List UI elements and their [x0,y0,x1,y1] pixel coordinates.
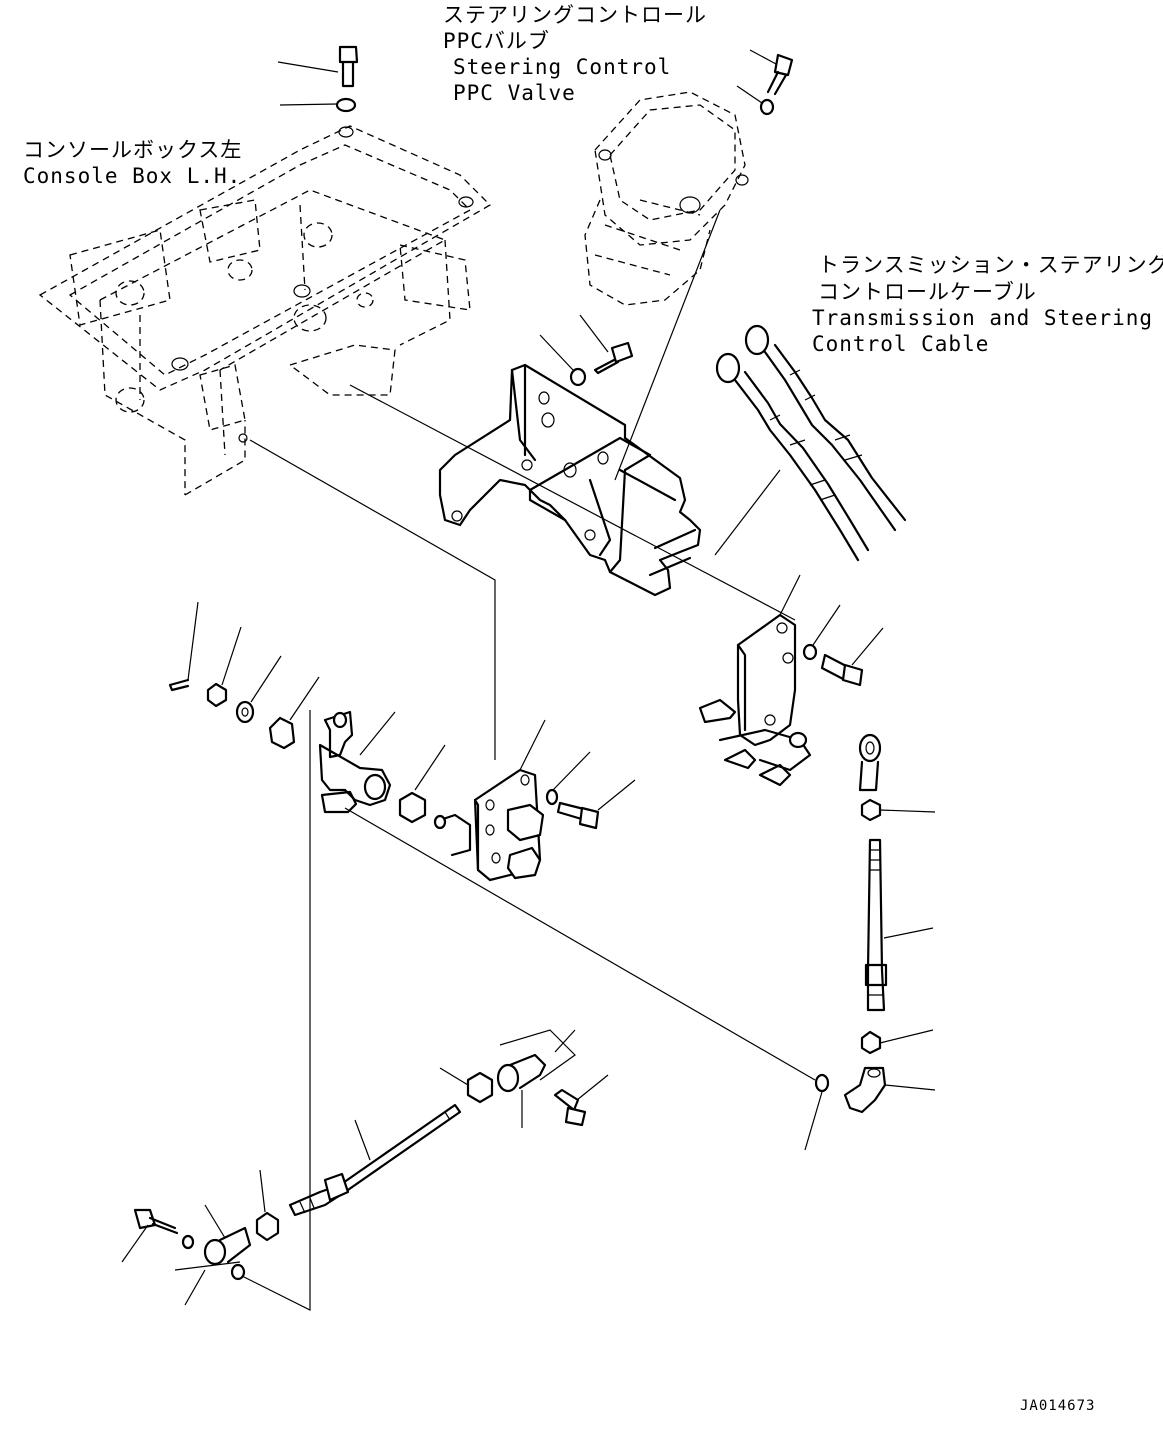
control-rod [864,838,934,1012]
main-bracket [438,363,702,597]
long-rod [288,1103,462,1217]
cable-label-jp-1: トランスミッション・ステアリング [818,253,1163,277]
ppc-valve [584,91,749,306]
nut-top [860,798,936,822]
lever [318,710,396,814]
lever-bracket [433,719,546,882]
nut-bottom [860,1029,934,1055]
valve-bolt [736,49,794,116]
drawing-code: JA014673 [1020,1398,1096,1414]
cable-label-jp-2: コントロールケーブル [818,280,1037,304]
control-cable [714,324,907,562]
console-box-label-jp: コンソールボックス左 [23,138,243,162]
nut-lower [255,1169,280,1242]
ppc-valve-label-en-2: PPC Valve [453,81,576,105]
rod-end-upper [496,1029,576,1128]
bushing-small [268,676,320,750]
ppc-valve-label-jp-2: PPCバルブ [443,29,550,53]
rod-end-lower [203,1204,252,1266]
console-box [38,125,492,496]
rod-end-bolt [553,1074,609,1127]
washer-small [235,655,282,724]
bushing [398,744,446,824]
washer-right [804,1073,830,1151]
bracket-bolt [539,314,634,387]
nut-rod [439,1067,494,1104]
cable-bracket-bolt [802,604,884,687]
console-box-label-en: Console Box L.H. [23,164,242,188]
console-bolt [277,45,359,113]
rod-end-bottom [843,1066,936,1114]
cable-label-en-2: Control Cable [812,332,990,356]
cable-bracket [698,574,812,787]
rod-end-top [858,733,882,792]
cotter-pin [168,601,199,692]
ppc-valve-label-jp-1: ステアリングコントロール [443,3,707,27]
nut-small [206,626,242,708]
lever-bracket-bolt [545,751,636,830]
lower-bolt [121,1208,246,1306]
ppc-valve-label-en-1: Steering Control [453,55,672,79]
cable-label-en-1: Transmission and Steering [812,306,1154,330]
